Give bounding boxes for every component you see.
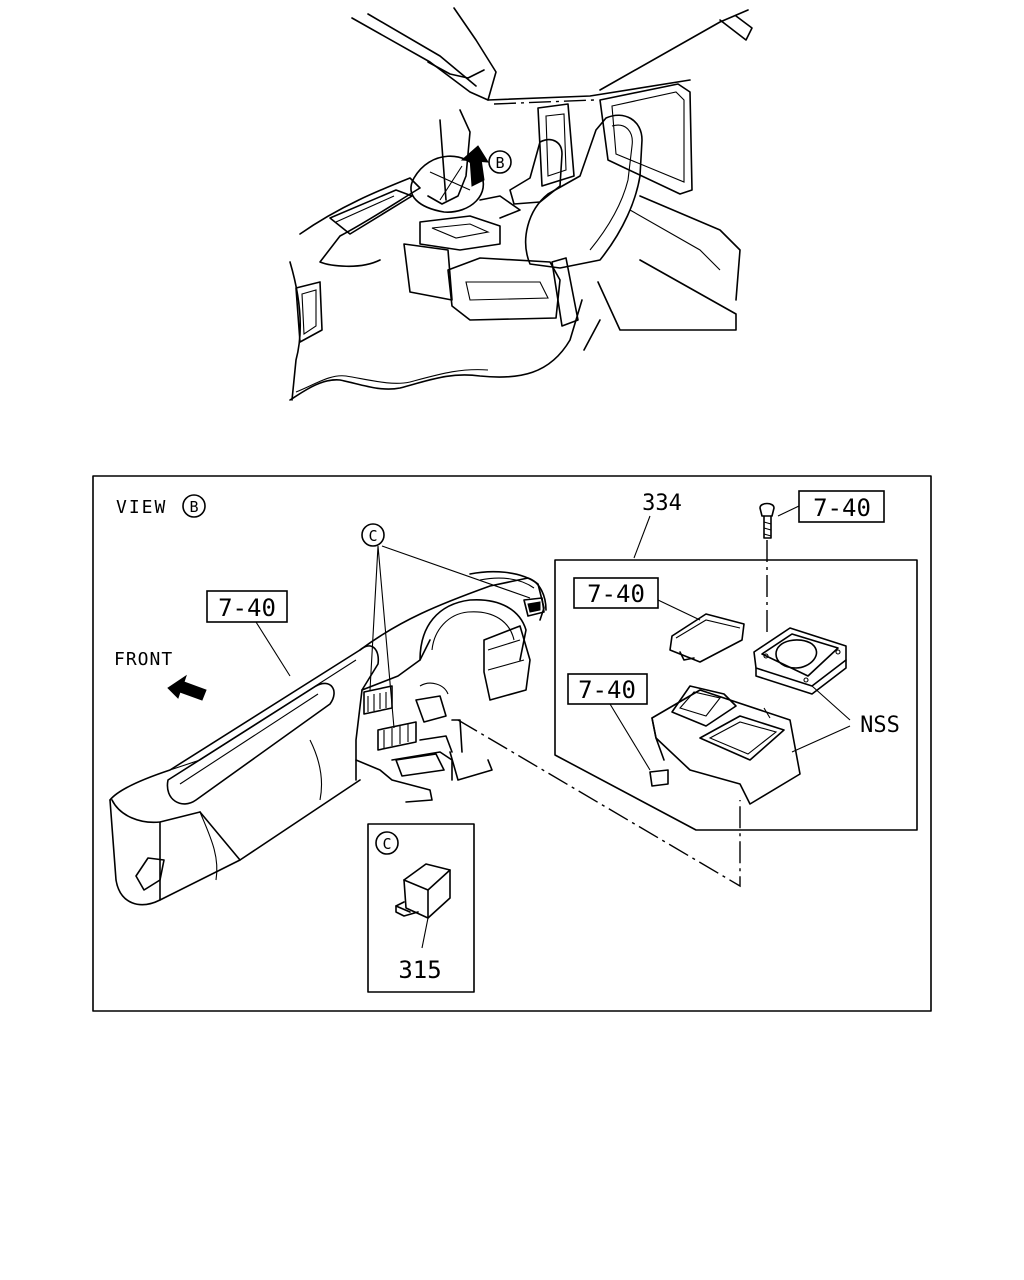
nss-label: NSS [860,713,900,738]
bolt-part [759,502,775,539]
ref-console: 7-40 [578,676,636,704]
part-334: 334 [642,491,682,516]
ref-bolt: 7-40 [813,494,871,522]
detail-view-frame [92,475,932,1012]
view-letter-circle [182,494,206,518]
dashboard-illustration [109,570,547,906]
callout-c-leaders [369,545,531,729]
ref-box-lid [573,577,659,609]
inset-part-number: 315 [398,956,441,984]
relay-part-315 [395,863,451,919]
inset-c-circle [375,831,399,855]
view-label: VIEW [116,497,167,518]
callout-c-letter: C [368,527,377,545]
front-arrow-icon [167,674,207,701]
ref-box-dash [206,590,288,623]
inset-c-letter: C [382,835,391,853]
console-location-leader [457,719,741,888]
cab-interior-illustration: B [289,7,753,401]
top-view-marker-letter: B [495,154,504,172]
console-part [649,685,801,805]
console-group-bracket [554,559,918,831]
front-label: FRONT [114,649,173,670]
ref-dash-left: 7-40 [218,594,276,622]
view-letter: B [189,498,198,516]
ref-box-console [567,673,648,705]
lid-part [669,613,745,663]
callout-c-circle [361,523,385,547]
inset-c-frame [367,823,475,993]
bezel-part [753,627,847,695]
ref-lid: 7-40 [587,580,645,608]
